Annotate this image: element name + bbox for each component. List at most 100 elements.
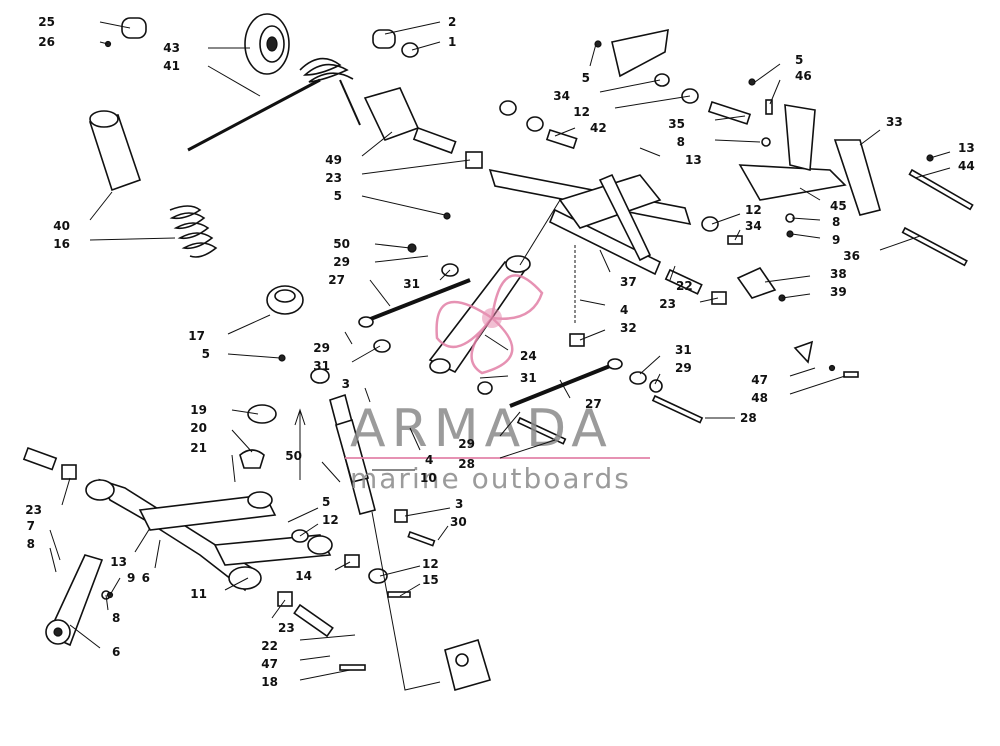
torsion-spring xyxy=(299,57,361,126)
callout-leader-line xyxy=(437,525,449,541)
callout-number: 25 xyxy=(38,15,55,29)
callout-leader-line xyxy=(879,235,921,251)
callout-c23d: 23 xyxy=(659,297,719,311)
callout-number: 13 xyxy=(685,153,702,167)
callout-c33: 33 xyxy=(859,115,903,146)
callout-c49: 49 xyxy=(325,131,393,167)
callout-leader-line xyxy=(361,159,471,175)
callout-c28b: 28 xyxy=(458,439,556,471)
callout-number: 3 xyxy=(455,497,463,511)
callout-number: 48 xyxy=(751,391,768,405)
callout-number: 34 xyxy=(553,89,570,103)
callout-c44: 44 xyxy=(914,159,975,179)
callout-number: 26 xyxy=(38,35,55,49)
callout-c12a: 12 xyxy=(299,513,339,537)
callout-c9a: 9 xyxy=(109,571,135,596)
callout-leader-line xyxy=(379,565,421,577)
callout-c38: 38 xyxy=(764,267,847,283)
callout-number: 13 xyxy=(110,555,127,569)
callout-number: 5 xyxy=(795,53,803,67)
callout-number: 29 xyxy=(313,341,330,355)
callout-c9b: 9 xyxy=(791,233,840,247)
callout-leader-line xyxy=(714,139,761,143)
tube-22 xyxy=(293,603,334,638)
callout-leader-line xyxy=(49,547,57,573)
bolt-28a xyxy=(651,394,704,424)
callout-c45: 45 xyxy=(799,187,847,213)
washer-29 xyxy=(649,379,663,393)
callout-number: 15 xyxy=(422,573,439,587)
callout-c21: 21 xyxy=(190,441,236,483)
callout-leader-line xyxy=(207,65,261,97)
callout-leader-line xyxy=(699,297,719,303)
callout-number: 34 xyxy=(745,219,762,233)
callout-c5c: 5 xyxy=(287,495,330,523)
callout-c29c: 29 xyxy=(654,361,692,385)
callout-number: 11 xyxy=(190,587,207,601)
arrow-up xyxy=(294,408,306,480)
callout-number: 9 xyxy=(832,233,840,247)
callout-number: 33 xyxy=(886,115,903,129)
bolt-15 xyxy=(387,591,411,598)
callout-c26: 26 xyxy=(38,35,109,49)
callout-number: 8 xyxy=(112,611,120,625)
callout-leader-line xyxy=(599,249,611,273)
callout-number: 2 xyxy=(448,15,456,29)
callout-c50b: 50 xyxy=(285,449,341,483)
callout-c31b: 31 xyxy=(313,345,381,373)
callout-leader-line xyxy=(334,561,351,571)
callout-leader-line xyxy=(914,167,951,179)
callout-leader-line xyxy=(384,21,441,35)
callout-c19: 19 xyxy=(190,403,259,417)
callout-leader-line xyxy=(484,334,509,351)
callout-c8b: 8 xyxy=(105,594,120,625)
callout-c32: 32 xyxy=(579,321,637,341)
bushing-19-20 xyxy=(239,404,277,469)
callout-number: 23 xyxy=(659,297,676,311)
callout-number: 23 xyxy=(25,503,42,517)
callout-c4b: 4 xyxy=(579,299,628,317)
callout-c34a: 34 xyxy=(553,79,661,103)
bushing-31b xyxy=(373,339,391,353)
callout-number: 24 xyxy=(520,349,537,363)
callout-c5a: 5 xyxy=(334,189,446,216)
callout-number: 23 xyxy=(278,621,295,635)
callout-leader-line xyxy=(639,355,661,375)
callout-number: 5 xyxy=(202,347,210,361)
tube-left xyxy=(22,446,58,471)
shock-body xyxy=(310,368,376,515)
callout-number: 19 xyxy=(190,403,207,417)
callout-c12c: 12 xyxy=(573,95,691,119)
callout-number: 46 xyxy=(795,69,812,83)
callout-c20: 20 xyxy=(190,421,253,453)
callout-number: 8 xyxy=(27,537,35,551)
callout-leader-line xyxy=(789,375,846,395)
lower-mount-detail xyxy=(444,639,491,691)
callout-c23a: 23 xyxy=(325,159,471,185)
callout-number: 39 xyxy=(830,285,847,299)
callout-c5b: 5 xyxy=(202,347,281,361)
watermark-logo-icon xyxy=(435,274,544,375)
bolt-28b xyxy=(516,416,567,445)
callout-c13a: 13 xyxy=(110,527,151,569)
callout-number: 47 xyxy=(751,373,768,387)
callout-number: 36 xyxy=(843,249,860,263)
callout-number: 16 xyxy=(53,237,70,251)
callout-number: 40 xyxy=(53,219,70,233)
callout-number: 8 xyxy=(832,215,840,229)
bushing-2 xyxy=(372,29,419,58)
pivot-arm-6 xyxy=(45,554,104,647)
callout-number: 44 xyxy=(958,159,975,173)
tube-35 xyxy=(707,100,752,125)
bushing-31c xyxy=(477,381,493,395)
link-rod-27a xyxy=(358,278,471,328)
callout-number: 9 xyxy=(127,571,135,585)
bushing-14 xyxy=(344,554,360,568)
callout-leader-line xyxy=(754,63,781,83)
callout-leader-line xyxy=(399,583,421,597)
callout-leader-line xyxy=(299,523,319,537)
callout-leader-line xyxy=(479,375,509,379)
pointer-arrow xyxy=(371,511,441,691)
callout-leader-line xyxy=(499,411,521,437)
